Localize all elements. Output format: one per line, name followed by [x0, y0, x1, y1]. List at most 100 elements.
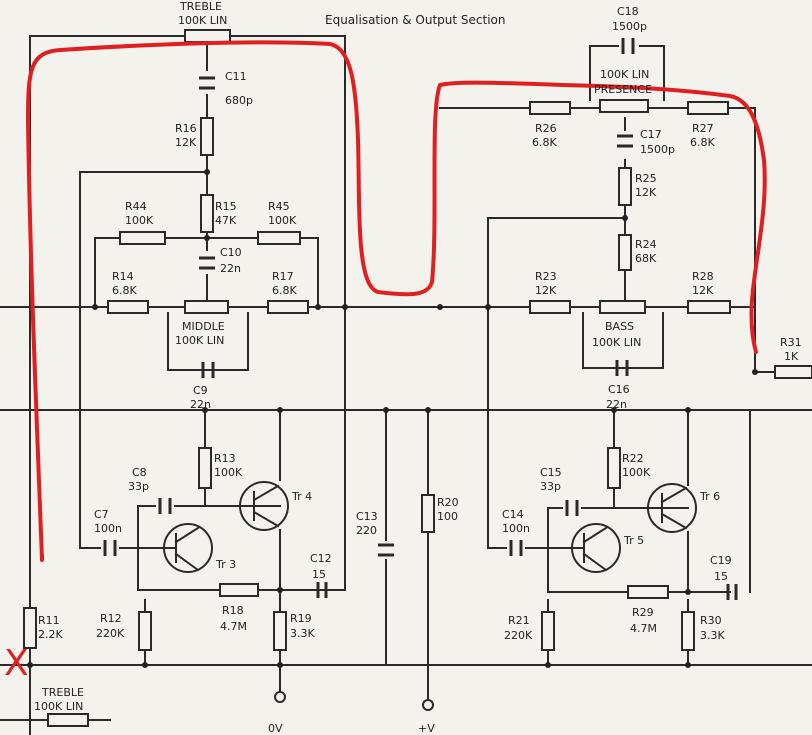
labels: Equalisation & Output Section TREBLE 100… [34, 0, 802, 735]
c7-value: 100n [94, 522, 122, 535]
r12-body [138, 611, 152, 651]
ov-terminal [274, 691, 286, 703]
tr3-symbol [163, 523, 213, 573]
r28-body [687, 300, 731, 314]
r22-value: 100K [622, 466, 651, 479]
r12-label: R12 [100, 612, 122, 625]
r17-value: 6.8K [272, 284, 297, 297]
c15-label: C15 [540, 466, 562, 479]
r20-value: 100 [437, 510, 458, 523]
r31-body [774, 365, 812, 379]
r11-body [23, 607, 37, 649]
c16-symbol [615, 360, 629, 376]
r29-value: 4.7M [630, 622, 657, 635]
c17-label: C17 [640, 128, 662, 141]
r23-body [529, 300, 571, 314]
r15-label: R15 [215, 200, 237, 213]
c15-symbol [565, 500, 579, 516]
c18-symbol [621, 38, 635, 54]
r29-label: R29 [632, 606, 654, 619]
c19-symbol [726, 584, 738, 600]
transistor-symbols [163, 481, 697, 573]
r30-body [681, 611, 695, 651]
c19-value: 15 [714, 570, 728, 583]
c9-symbol [201, 362, 215, 378]
r13-label: R13 [214, 452, 236, 465]
r13-value: 100K [214, 466, 243, 479]
presence-pot [599, 99, 649, 113]
r19-label: R19 [290, 612, 312, 625]
r20-label: R20 [437, 496, 459, 509]
presence-value: 100K LIN [600, 68, 649, 81]
tr4-label: Tr 4 [291, 490, 312, 503]
r23-value: 12K [535, 284, 557, 297]
r20-body [421, 494, 435, 533]
r45-body [257, 231, 301, 245]
r19-body [273, 611, 287, 651]
c14-value: 100n [502, 522, 530, 535]
r19-value: 3.3K [290, 627, 315, 640]
r21-body [541, 611, 555, 651]
r15-value: 47K [215, 214, 237, 227]
r16-value: 12K [175, 136, 197, 149]
c12-label: C12 [310, 552, 332, 565]
r30-value: 3.3K [700, 629, 725, 642]
capacitor-symbols [103, 38, 738, 600]
tr4-symbol [239, 481, 289, 531]
resistor-bodies [23, 29, 812, 727]
r31-label: R31 [780, 336, 802, 349]
c8-symbol [158, 498, 172, 514]
c8-label: C8 [132, 466, 147, 479]
c7-label: C7 [94, 508, 109, 521]
r28-label: R28 [692, 270, 714, 283]
middle-label: MIDDLE [182, 320, 225, 333]
r26-value: 6.8K [532, 136, 557, 149]
tr3-label: Tr 3 [215, 558, 236, 571]
r27-body [687, 101, 729, 115]
c11-symbol [199, 76, 215, 90]
r15-body [200, 194, 214, 233]
r27-label: R27 [692, 122, 714, 135]
c9-value: 22n [190, 398, 211, 411]
tr6-label: Tr 6 [699, 490, 720, 503]
r18-value: 4.7M [220, 620, 247, 633]
r11-label: R11 [38, 614, 60, 627]
c17-symbol [617, 134, 633, 148]
vplus-terminal [422, 699, 434, 711]
tr5-symbol [571, 523, 621, 573]
tr5-label: Tr 5 [623, 534, 644, 547]
treble-top-value: 100K LIN [178, 14, 227, 27]
r26-body [529, 101, 571, 115]
r24-body [618, 234, 632, 271]
r44-body [119, 231, 166, 245]
bass-value: 100K LIN [592, 336, 641, 349]
treble-pot-bottom [47, 713, 89, 727]
treble-top-label: TREBLE [179, 0, 222, 13]
r21-label: R21 [508, 614, 530, 627]
treble-bottom-label: TREBLE [41, 686, 84, 699]
r14-label: R14 [112, 270, 134, 283]
r25-body [618, 167, 632, 206]
c12-symbol [316, 582, 328, 598]
presence-label: PRESENCE [594, 83, 652, 96]
c18-value: 1500p [612, 20, 647, 33]
c19-label: C19 [710, 554, 732, 567]
c10-value: 22n [220, 262, 241, 275]
c18-label: C18 [617, 5, 639, 18]
r44-label: R44 [125, 200, 147, 213]
section-title: Equalisation & Output Section [325, 13, 506, 27]
treble-bottom-value: 100K LIN [34, 700, 83, 713]
r29-body [627, 585, 669, 599]
r17-label: R17 [272, 270, 294, 283]
r24-label: R24 [635, 238, 657, 251]
bass-pot [599, 300, 646, 314]
junction-dots [27, 169, 758, 668]
r18-body [219, 583, 259, 597]
r22-label: R22 [622, 452, 644, 465]
c9-label: C9 [193, 384, 208, 397]
vplus-rail-label: +V [418, 722, 435, 735]
r27-value: 6.8K [690, 136, 715, 149]
r17-body [267, 300, 309, 314]
r14-body [107, 300, 149, 314]
